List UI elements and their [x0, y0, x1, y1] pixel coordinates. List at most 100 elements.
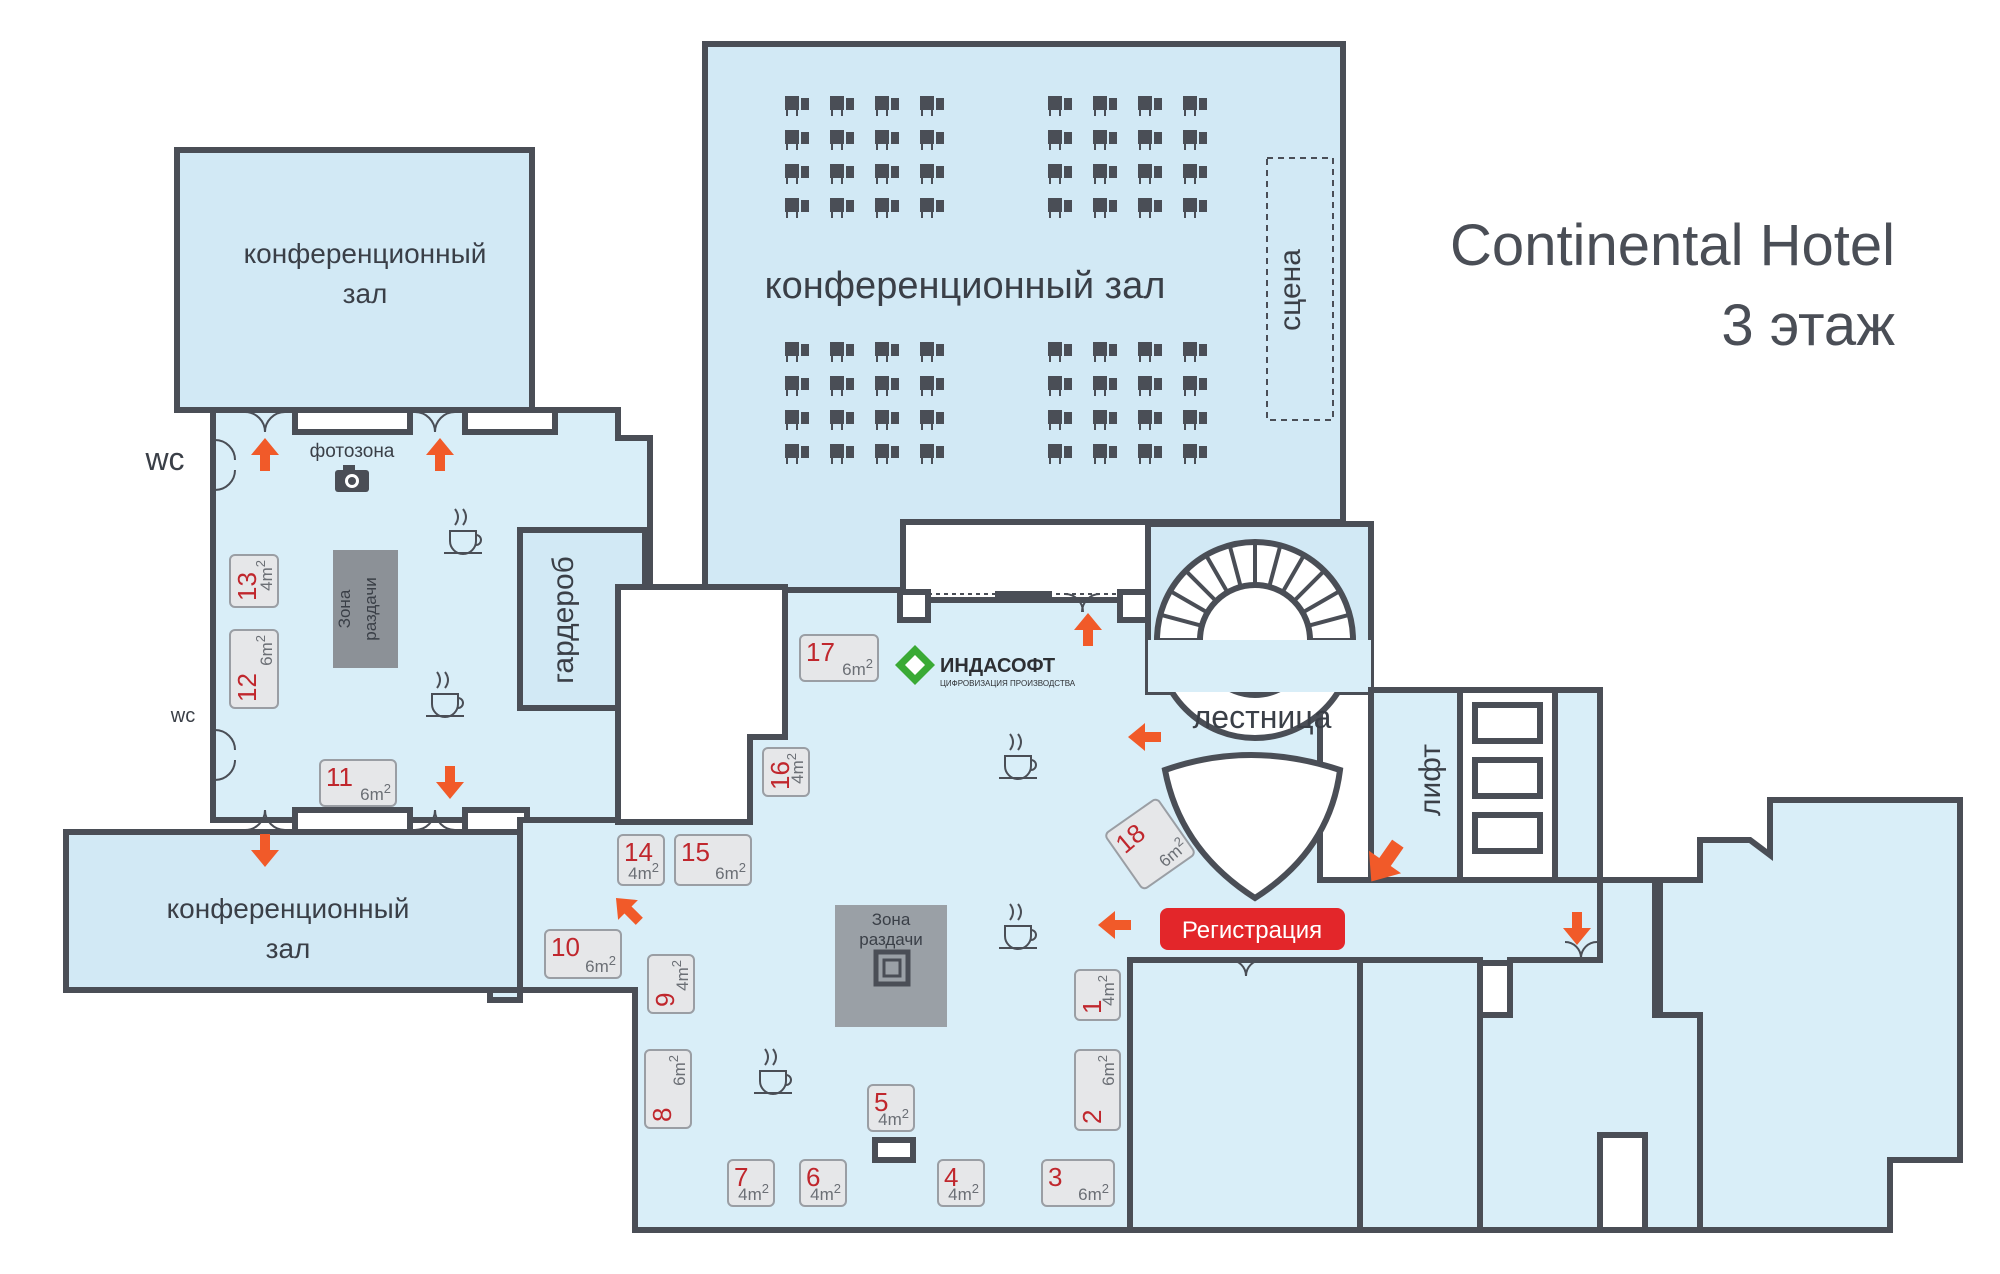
chair-icon — [830, 96, 854, 116]
door-icon[interactable] — [1229, 959, 1263, 977]
camera-icon — [335, 465, 369, 492]
coffee-icon — [999, 903, 1037, 950]
chair-icon — [785, 96, 809, 116]
arrow-icon — [1128, 723, 1161, 751]
chair-icon — [1183, 376, 1207, 396]
booth-number: 2 — [1077, 1110, 1107, 1124]
chair-icon — [1093, 198, 1117, 218]
chair-icon — [785, 164, 809, 184]
stairs[interactable] — [1145, 521, 1374, 741]
booth-number: 5 — [874, 1087, 888, 1117]
chair-icon — [1093, 376, 1117, 396]
chair-icon — [1138, 164, 1162, 184]
chair-icon — [1138, 198, 1162, 218]
chair-icon — [920, 444, 944, 464]
chair-icon — [785, 130, 809, 150]
chair-icon — [1048, 164, 1072, 184]
pillar — [872, 1137, 916, 1163]
stage-label: сцена — [1274, 249, 1307, 331]
structure-block — [615, 584, 788, 825]
chair-icon — [1048, 444, 1072, 464]
chair-icon — [1093, 410, 1117, 430]
chair-grid — [785, 96, 1207, 464]
chair-icon — [1183, 410, 1207, 430]
serving-zone-left[interactable] — [333, 550, 398, 668]
room-bottom-right-1[interactable] — [1127, 957, 1363, 1233]
right-rooms — [1127, 797, 1963, 1233]
booth-area: 4m2 — [878, 1106, 909, 1129]
chair-icon — [1183, 164, 1207, 184]
serving-zone-center[interactable]: Зона раздачи — [835, 905, 947, 1027]
wall-block — [292, 407, 413, 435]
booth-area: 4m2 — [253, 560, 276, 591]
conference-room-main[interactable] — [702, 41, 1346, 593]
registration-desk[interactable] — [1161, 752, 1344, 902]
wall-block — [897, 589, 931, 623]
door-icon[interactable] — [1064, 593, 1101, 613]
chair-icon — [1138, 376, 1162, 396]
serving-label: Зона — [335, 589, 354, 628]
chair-icon — [1048, 130, 1072, 150]
arrow-icon — [1368, 839, 1404, 882]
room-bottom-right-2[interactable] — [1357, 957, 1483, 1233]
booth-area: 4m2 — [948, 1181, 979, 1204]
booth-number: 1 — [1077, 1000, 1107, 1014]
booth-area: 4m2 — [628, 860, 659, 883]
chair-icon — [1183, 444, 1207, 464]
room-label: конференционный зал — [765, 265, 1166, 307]
chair-icon — [1183, 342, 1207, 362]
chair-icon — [785, 410, 809, 430]
chair-icon — [875, 376, 899, 396]
stairs-label: лестница — [1193, 699, 1332, 735]
booth-area: 4m2 — [738, 1181, 769, 1204]
booth-area: 6m2 — [842, 656, 873, 679]
chair-icon — [875, 342, 899, 362]
chair-icon — [920, 96, 944, 116]
booth-number: 14 — [624, 837, 653, 867]
booth-number: 8 — [647, 1108, 677, 1122]
registration-badge[interactable] — [1160, 908, 1345, 950]
chair-icon — [920, 342, 944, 362]
booth-number: 10 — [551, 932, 580, 962]
room-far-right[interactable] — [1657, 797, 1963, 1233]
wall-block — [462, 407, 558, 435]
arrow-icon — [615, 897, 643, 925]
booth-number: 6 — [806, 1162, 820, 1192]
conference-room-top-left[interactable] — [174, 147, 535, 413]
booth-area: 4m2 — [810, 1181, 841, 1204]
serving-label: раздачи — [361, 577, 380, 641]
booth-number: 9 — [650, 993, 680, 1007]
door-icon[interactable] — [214, 411, 456, 831]
arrow-icon — [436, 766, 464, 799]
door-icon[interactable] — [1564, 941, 1598, 959]
chair-icon — [920, 198, 944, 218]
booth-area: 4m2 — [1095, 975, 1118, 1006]
chair-icon — [830, 130, 854, 150]
booth-area: 6m2 — [1095, 1055, 1118, 1086]
chair-icon — [785, 444, 809, 464]
hotel-title: Continental Hotel — [1450, 213, 1895, 278]
lift-cabin — [1472, 757, 1543, 799]
room-label: зал — [343, 278, 388, 309]
booth-2[interactable]: 2 6m2 — [1074, 1049, 1121, 1131]
chair-icon — [920, 410, 944, 430]
stage[interactable] — [1266, 157, 1334, 421]
lift-cabin — [1472, 812, 1543, 854]
